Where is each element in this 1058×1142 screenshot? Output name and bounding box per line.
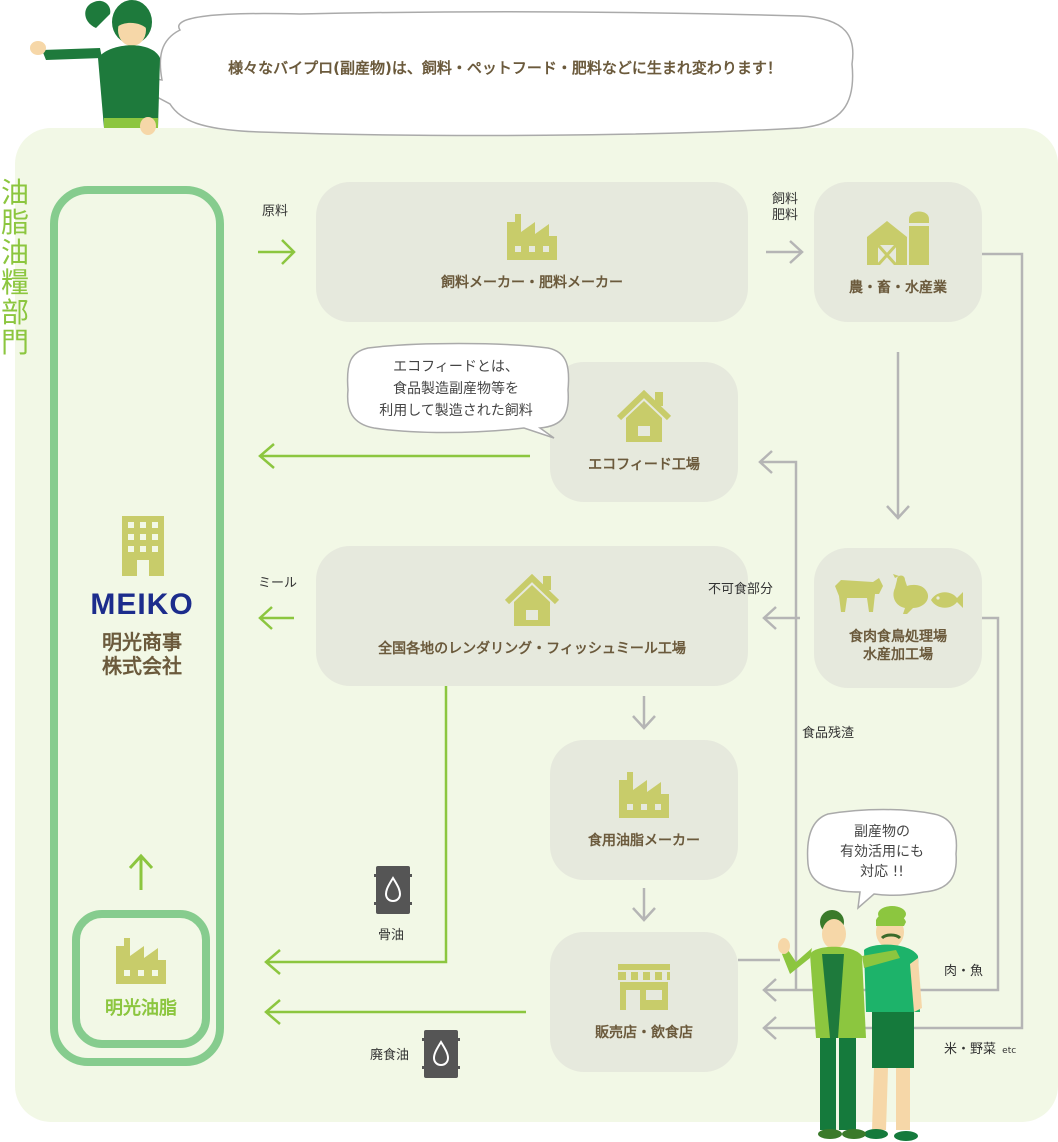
feed-fertilizer-label: 飼料 肥料 [772, 192, 799, 223]
farm-box: 農・畜・水産業 [814, 182, 982, 322]
barn-icon [867, 211, 929, 265]
ecofeed-to-meiko-arrow [258, 443, 530, 469]
fish-icon [931, 592, 963, 608]
farm-to-meat-arrow [886, 352, 910, 520]
men-illustration [778, 906, 922, 1141]
raw-material-label: 原料 [262, 204, 289, 219]
house-icon [504, 574, 560, 626]
factory-icon [116, 938, 166, 984]
bone-oil-arrow [264, 686, 448, 975]
raw-material-arrow [258, 239, 296, 265]
food-residue-arrow [758, 450, 798, 990]
rendering-factory-box: 全国各地のレンダリング・フィッシュミール工場 [316, 546, 748, 686]
byproduct-bubble-text: 副産物の 有効活用にも 対応 !! [840, 824, 924, 880]
chicken-icon [893, 574, 929, 614]
meiko-logo: MEIKO [90, 588, 194, 621]
building-icon [122, 516, 164, 576]
up-arrow [128, 853, 154, 890]
waste-oil-label: 廃食油 [370, 1048, 410, 1063]
inedible-label: 不可食部分 [708, 582, 774, 597]
retail-restaurant-box: 販売店・飲食店 [550, 932, 738, 1072]
meat-processing-box: 食肉食鳥処理場 水産加工場 [814, 548, 982, 688]
meiko-company-name: 明光商事 株式会社 [102, 630, 182, 678]
meiko-yushi-name: 明光油脂 [105, 998, 177, 1019]
ecofeed-factory-box: エコフィード工場 [550, 362, 738, 502]
bone-oil-label: 骨油 [378, 928, 405, 943]
oil-to-retail-arrow [632, 888, 656, 922]
edible-oil-maker-box: 食用油脂メーカー [550, 740, 738, 880]
oil-drum-icon [422, 1030, 460, 1078]
cow-icon [835, 578, 883, 612]
rice-veg-label: 米・野菜 etc [944, 1042, 1017, 1057]
house-icon [616, 390, 672, 442]
ecofeed-bubble-text: エコフィードとは、 食品製造副産物等を 利用して製造された飼料 [379, 359, 533, 419]
feed-to-farm-arrow [766, 240, 804, 264]
meal-arrow [258, 606, 294, 630]
food-residue-label: 食品残渣 [802, 726, 855, 741]
feed-maker-box: 飼料メーカー・肥料メーカー [316, 182, 748, 322]
meal-label: ミール [258, 576, 298, 591]
waste-oil-arrow [264, 999, 526, 1025]
byproduct-bubble [806, 808, 958, 910]
rendering-to-oil-arrow [632, 696, 656, 730]
oil-drum-icon [374, 866, 412, 914]
factory-icon [619, 772, 669, 818]
inedible-arrow [762, 606, 800, 630]
woman-illustration [30, 0, 160, 135]
meat-fish-label: 肉・魚 [944, 964, 984, 979]
shop-icon [618, 964, 670, 1010]
top-speech-bubble [109, 11, 854, 137]
factory-icon [507, 214, 557, 260]
ecofeed-bubble [346, 342, 570, 439]
vertical-title: 油 脂 油 糧 部 門 [0, 176, 29, 359]
top-speech-text: 様々なバイプロ(副産物)は、飼料・ペットフード・肥料などに生まれ変わります！ [228, 59, 782, 77]
